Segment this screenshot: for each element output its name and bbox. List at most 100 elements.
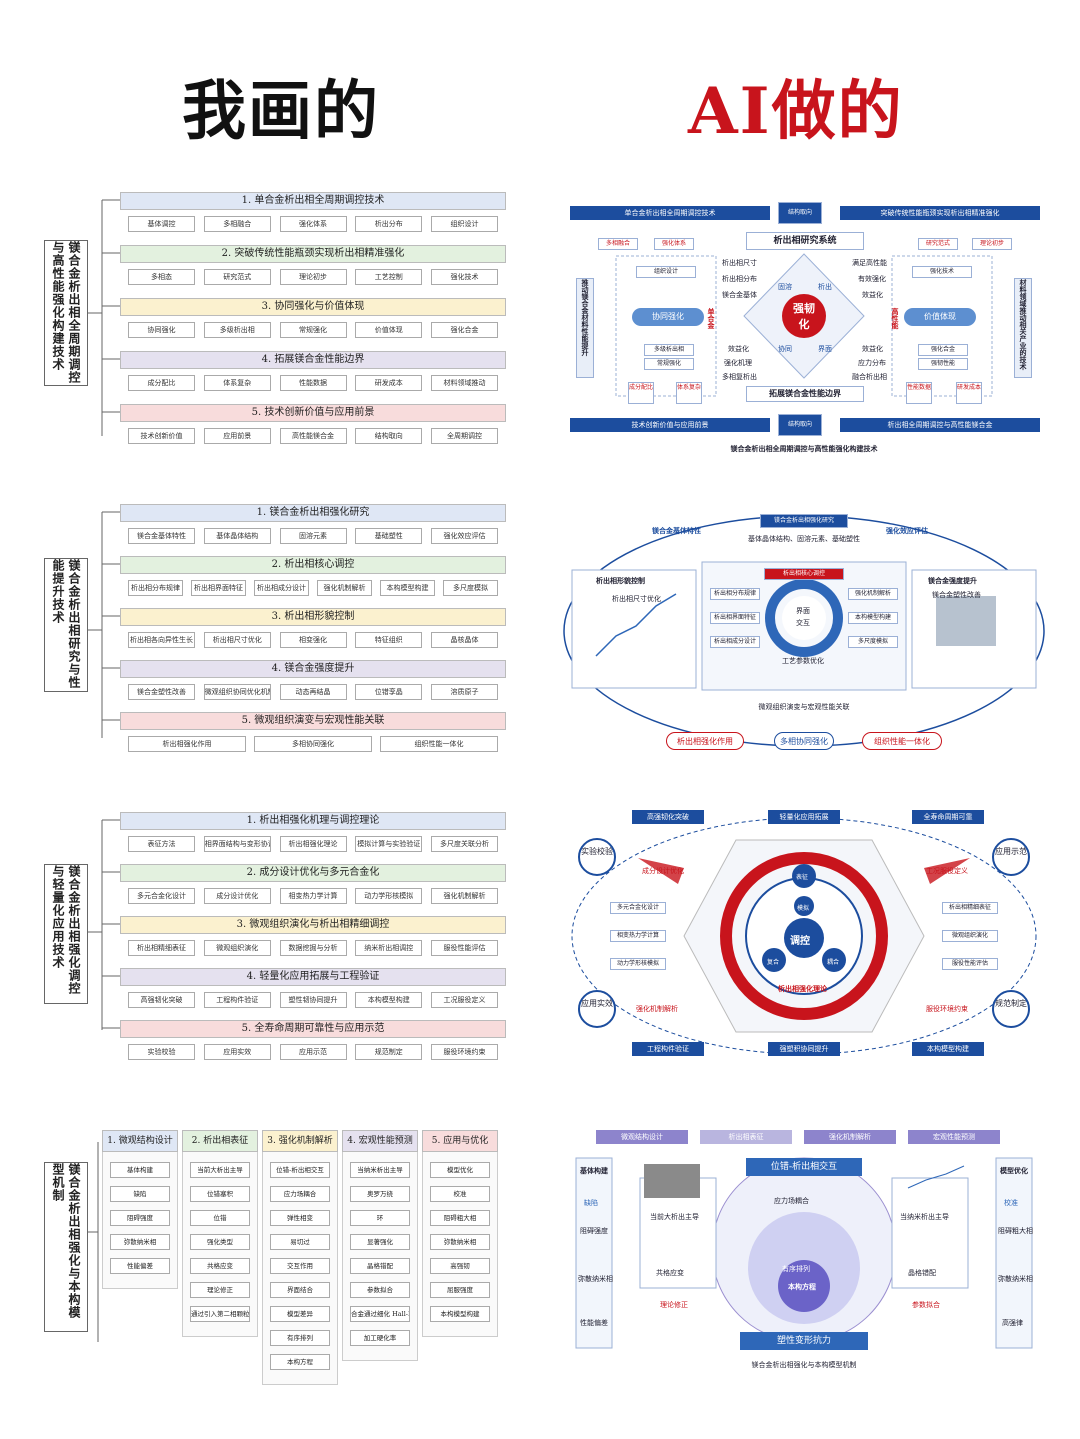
- sub-item: 表征方法: [128, 836, 195, 852]
- section-subitems: 析出相强化作用多相协同强化组织性能一体化: [120, 730, 506, 752]
- small-red-4: 理论初步: [972, 238, 1012, 250]
- column-items: 模型优化校准阻碍粗大相弥散纳米相高强韧屈服强度本构模型构建: [422, 1152, 498, 1337]
- left-sub: 共格应变: [656, 1269, 684, 1277]
- sub-item: 理论初步: [279, 269, 347, 285]
- sub-item: 强化合金: [431, 322, 498, 338]
- tree-root: 镁合金析出相全周期调控与高性能强化构建技术: [44, 240, 88, 386]
- panel2-graphics: [563, 515, 1045, 747]
- left-label: 当前大析出主导: [650, 1213, 699, 1221]
- bottom-pill-1: 析出相强化作用: [666, 732, 744, 750]
- tree-section: 1. 单合金析出相全周期调控技术基体调控多相融合强化体系析出分布组织设计: [120, 192, 506, 232]
- sub-item: 强化效应评估: [431, 528, 498, 544]
- sub-item: 应用前景: [203, 428, 271, 444]
- right-title: 镁合金强度提升: [928, 577, 977, 585]
- arrow-2: 工况服役定义: [926, 867, 968, 875]
- sub-item: 成分配比: [128, 375, 195, 391]
- bottom-pill-2: 多相协同强化: [774, 732, 834, 750]
- sub-item: 应用示范: [279, 1044, 347, 1060]
- sub-item: 体系复杂: [203, 375, 271, 391]
- tab-4: 宏观性能预测: [908, 1130, 1000, 1144]
- mid-left-3: 镁合金基体: [722, 291, 757, 299]
- section-title: 2. 突破传统性能瓶颈实现析出相精准强化: [120, 245, 506, 263]
- ring-label: 析出相强化理论: [778, 985, 827, 993]
- tree-connector: [88, 1142, 99, 1342]
- column-item: 理论修正: [190, 1282, 250, 1298]
- sub-item: 微观组织演化: [203, 940, 271, 956]
- left-box-1: 组织设计: [636, 266, 696, 278]
- right-vertical-band: 材料领域推动相关产业的技术: [1014, 278, 1032, 378]
- small-red-5: 成分配比: [628, 382, 654, 404]
- section-title: 1. 镁合金析出相强化研究: [120, 504, 506, 522]
- right-box-2: 强化合金: [918, 344, 968, 356]
- circle-1: 实验校验: [578, 838, 616, 876]
- bottom-right-banner: 析出相全周期调控与高性能镁合金: [840, 418, 1040, 432]
- sub-item: 基体调控: [128, 216, 195, 232]
- sub-item: 析出分布: [355, 216, 423, 232]
- sub-item: 析出相强化理论: [279, 836, 347, 852]
- center-box-l2: 析出相界面特征: [710, 612, 760, 624]
- top-banner: 镁合金析出相强化研究: [760, 514, 848, 528]
- section-title: 2. 析出相核心调控: [120, 556, 506, 574]
- diamond-label-1: 固溶: [778, 283, 792, 291]
- sub-item: 多相协同强化: [254, 736, 372, 752]
- right-subtitle: 镁合金塑性改善: [932, 591, 981, 599]
- sub-item: 析出相成分设计: [254, 580, 309, 596]
- column-items: 基体构建缺陷阻碍强度弥散纳米相性能偏差: [102, 1152, 178, 1289]
- sub-item: 镁合金塑性改善: [128, 684, 195, 700]
- ai-diagram-4: 微观结构设计 析出相表征 强化机制解析 宏观性能预测 位错-析出相交互 基体构建…: [556, 1118, 1052, 1378]
- sub-item: 服役性能评估: [431, 940, 498, 956]
- ai-diagram-2: 镁合金析出相强化研究 基体晶体结构、固溶元素、基础塑性 镁合金基体特性 强化效应…: [556, 506, 1052, 760]
- headline-right: AI做的: [688, 74, 904, 149]
- sub-item: 动力学形核模拟: [355, 888, 423, 904]
- left-col-3: 弥散纳米相: [578, 1275, 613, 1283]
- section-title: 5. 微观组织演变与宏观性能关联: [120, 712, 506, 730]
- sub-item: 高强韧化突破: [128, 992, 195, 1008]
- column-title: 1. 微观结构设计: [102, 1130, 178, 1152]
- arc-right-label: 强化效应评估: [886, 527, 928, 535]
- tree-root: 镁合金析出相研究与性能提升技术: [44, 558, 88, 692]
- sub-item: 析出相界面特征: [191, 580, 246, 596]
- tree-column: 2. 析出相表征当前大析出主导位错塞积位错强化类型共格应变理论修正通过引入第二相…: [182, 1130, 258, 1337]
- tree-section: 2. 析出相核心调控析出相分布规律析出相界面特征析出相成分设计强化机制解析本构模…: [120, 556, 506, 596]
- column-item: 加工硬化率: [350, 1330, 410, 1346]
- sub-item: 纳米析出相调控: [355, 940, 423, 956]
- section-subitems: 析出相分布规律析出相界面特征析出相成分设计强化机制解析本构模型构建多尺度模拟: [120, 574, 506, 596]
- core-label: 调控: [790, 936, 810, 947]
- center-box-r2: 本构模型构建: [848, 612, 898, 624]
- arrow-1: 成分设计优化: [642, 867, 684, 875]
- section-subitems: 成分配比体系复杂性能数据研发成本材料领域推动: [120, 369, 506, 391]
- mid-left-2: 析出相分布: [722, 275, 757, 283]
- sub-item: 性能数据: [279, 375, 347, 391]
- sub-item: 基体晶体结构: [203, 528, 271, 544]
- sub-item: 本构模型构建: [355, 992, 423, 1008]
- tree-section: 4. 轻量化应用拓展与工程验证高强韧化突破工程构件验证塑性韧协同提升本构模型构建…: [120, 968, 506, 1008]
- core-label: 强韧化: [793, 302, 815, 331]
- small-red-6: 体系复杂: [676, 382, 702, 404]
- section-title: 3. 微观组织演化与析出相精细调控: [120, 916, 506, 934]
- bottom-left-banner: 技术创新价值与应用前景: [570, 418, 770, 432]
- left-box-2: 相变热力学计算: [610, 930, 666, 942]
- right-col-1: 校准: [1004, 1199, 1018, 1207]
- right-box-1: 析出相精细表征: [942, 902, 998, 914]
- tree-section: 5. 微观组织演变与宏观性能关联析出相强化作用多相协同强化组织性能一体化: [120, 712, 506, 752]
- section-subitems: 实验校验应用实效应用示范规范制定服役环境约束: [120, 1038, 506, 1060]
- top-box-1: 高强韧化突破: [632, 810, 704, 824]
- sub-item: 规范制定: [355, 1044, 423, 1060]
- column-item: 通过引入第二相颗粒强化: [190, 1306, 250, 1322]
- section-subitems: 镁合金塑性改善微观组织协同优化机制动态再结晶位错孪晶溶质原子: [120, 678, 506, 700]
- column-item: 界面结合: [270, 1282, 330, 1298]
- section-subitems: 高强韧化突破工程构件验证塑性韧协同提升本构模型构建工况服役定义: [120, 986, 506, 1008]
- center-title: 析出相核心调控: [764, 568, 844, 580]
- small-red-3: 研究范式: [918, 238, 958, 250]
- left-col-2: 阻碍强度: [580, 1227, 608, 1235]
- column-item: 模型差异: [270, 1306, 330, 1322]
- right-box-1: 强化技术: [912, 266, 972, 278]
- sub-item: 研究范式: [203, 269, 271, 285]
- section-title: 1. 单合金析出相全周期调控技术: [120, 192, 506, 210]
- mid-right-5: 应力分布: [858, 359, 886, 367]
- center-box-r3: 多尺度模拟: [848, 636, 898, 648]
- left-col-title: 基体构建: [580, 1167, 608, 1175]
- orbit-label: 有序排列: [782, 1265, 810, 1273]
- section-subitems: 协同强化多级析出相常规强化价值体现强化合金: [120, 316, 506, 338]
